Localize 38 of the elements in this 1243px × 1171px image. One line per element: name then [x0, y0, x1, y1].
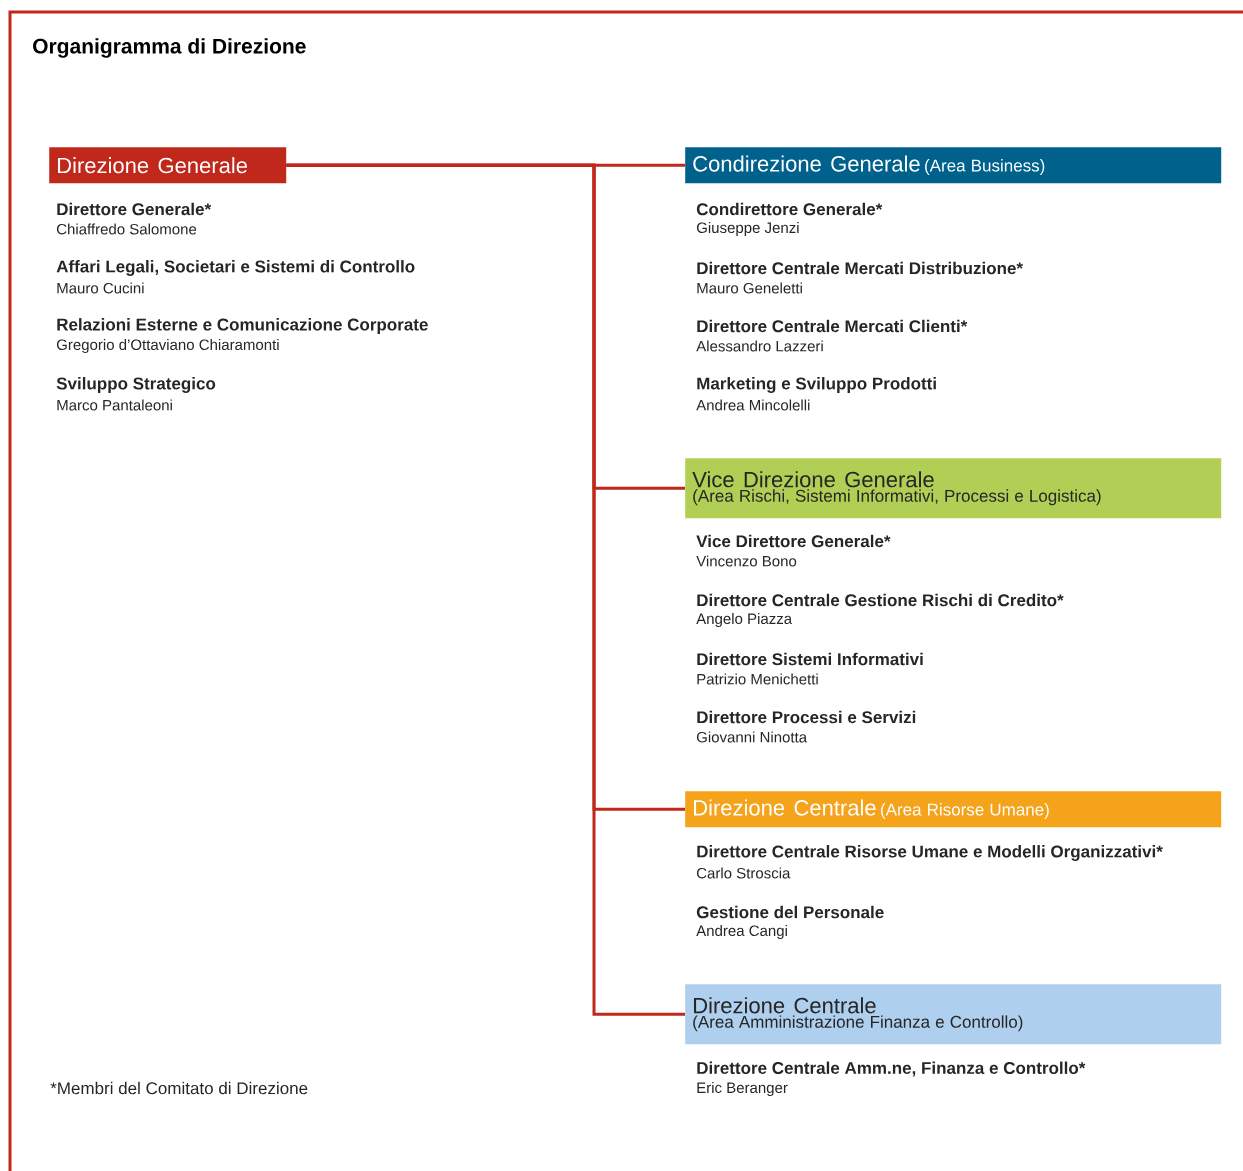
person-name: Mauro Cucini [57, 282, 144, 294]
footnote: *Membri del Comitato di Direzione [50, 1081, 308, 1095]
header-box: Direzione Centrale (Area Risorse Umane) [685, 791, 1222, 828]
header-box: Direzione Centrale (Area Amministrazione Finanza e Controllo) [685, 984, 1222, 1045]
role-title: Direttore Generale* [57, 202, 212, 216]
role-title: Direttore Sistemi Informativi [697, 652, 923, 666]
person-name: Gregorio d’Ottaviano Chiaramonti [56, 339, 279, 353]
person-name: Eric Beranger [697, 1082, 788, 1096]
role-title: Gestione del Personale [696, 905, 884, 919]
person-name: Andrea Mincolelli [696, 399, 810, 411]
role-title: Direttore Centrale Mercati Clienti* [697, 319, 968, 333]
title: Organigramma di Direzione [33, 38, 306, 58]
role-title: Direttore Centrale Risorse Umane e Modelli Organizzativi* [697, 845, 1163, 861]
person-name: Patrizio Menichetti [697, 673, 818, 685]
role-title: Marketing e Sviluppo Prodotti [697, 377, 936, 393]
header-box: Condirezione Generale (Area Business) [685, 147, 1222, 184]
header-box: Direzione Generale [49, 147, 287, 184]
person-name: Andrea Cangi [696, 925, 787, 939]
person-name: Carlo Stroscia [697, 867, 791, 879]
person-name: Giuseppe Jenzi [696, 222, 799, 236]
role-title: Direttore Processi e Servizi [697, 710, 916, 724]
role-title: Sviluppo Strategico [56, 377, 216, 393]
person-name: Alessandro Lazzeri [696, 340, 823, 352]
role-title: Direttore Centrale Gestione Rischi di Credito* [697, 593, 1064, 607]
role-title: Vice Direttore Generale* [696, 534, 891, 548]
connector-line [286, 163, 685, 1016]
role-title: Relazioni Esterne e Comunicazione Corporate [57, 318, 428, 334]
person-name: Mauro Geneletti [697, 282, 802, 294]
person-name: Giovanni Ninotta [696, 731, 808, 743]
person-name: Marco Pantaleoni [57, 399, 172, 411]
person-name: Vincenzo Bono [696, 555, 797, 567]
person-name: Chiaffredo Salomone [56, 223, 197, 235]
person-name: Angelo Piazza [696, 613, 793, 627]
role-title: Direttore Centrale Amm.ne, Finanza e Controllo* [697, 1061, 1086, 1077]
role-title: Condirettore Generale* [696, 202, 883, 216]
header-box: Vice Direzione Generale (Area Rischi, Sistemi Informativi, Processi e Logistica) [685, 458, 1222, 519]
role-title: Affari Legali, Societari e Sistemi di Controllo [56, 260, 415, 276]
role-title: Direttore Centrale Mercati Distribuzione* [697, 261, 1023, 275]
